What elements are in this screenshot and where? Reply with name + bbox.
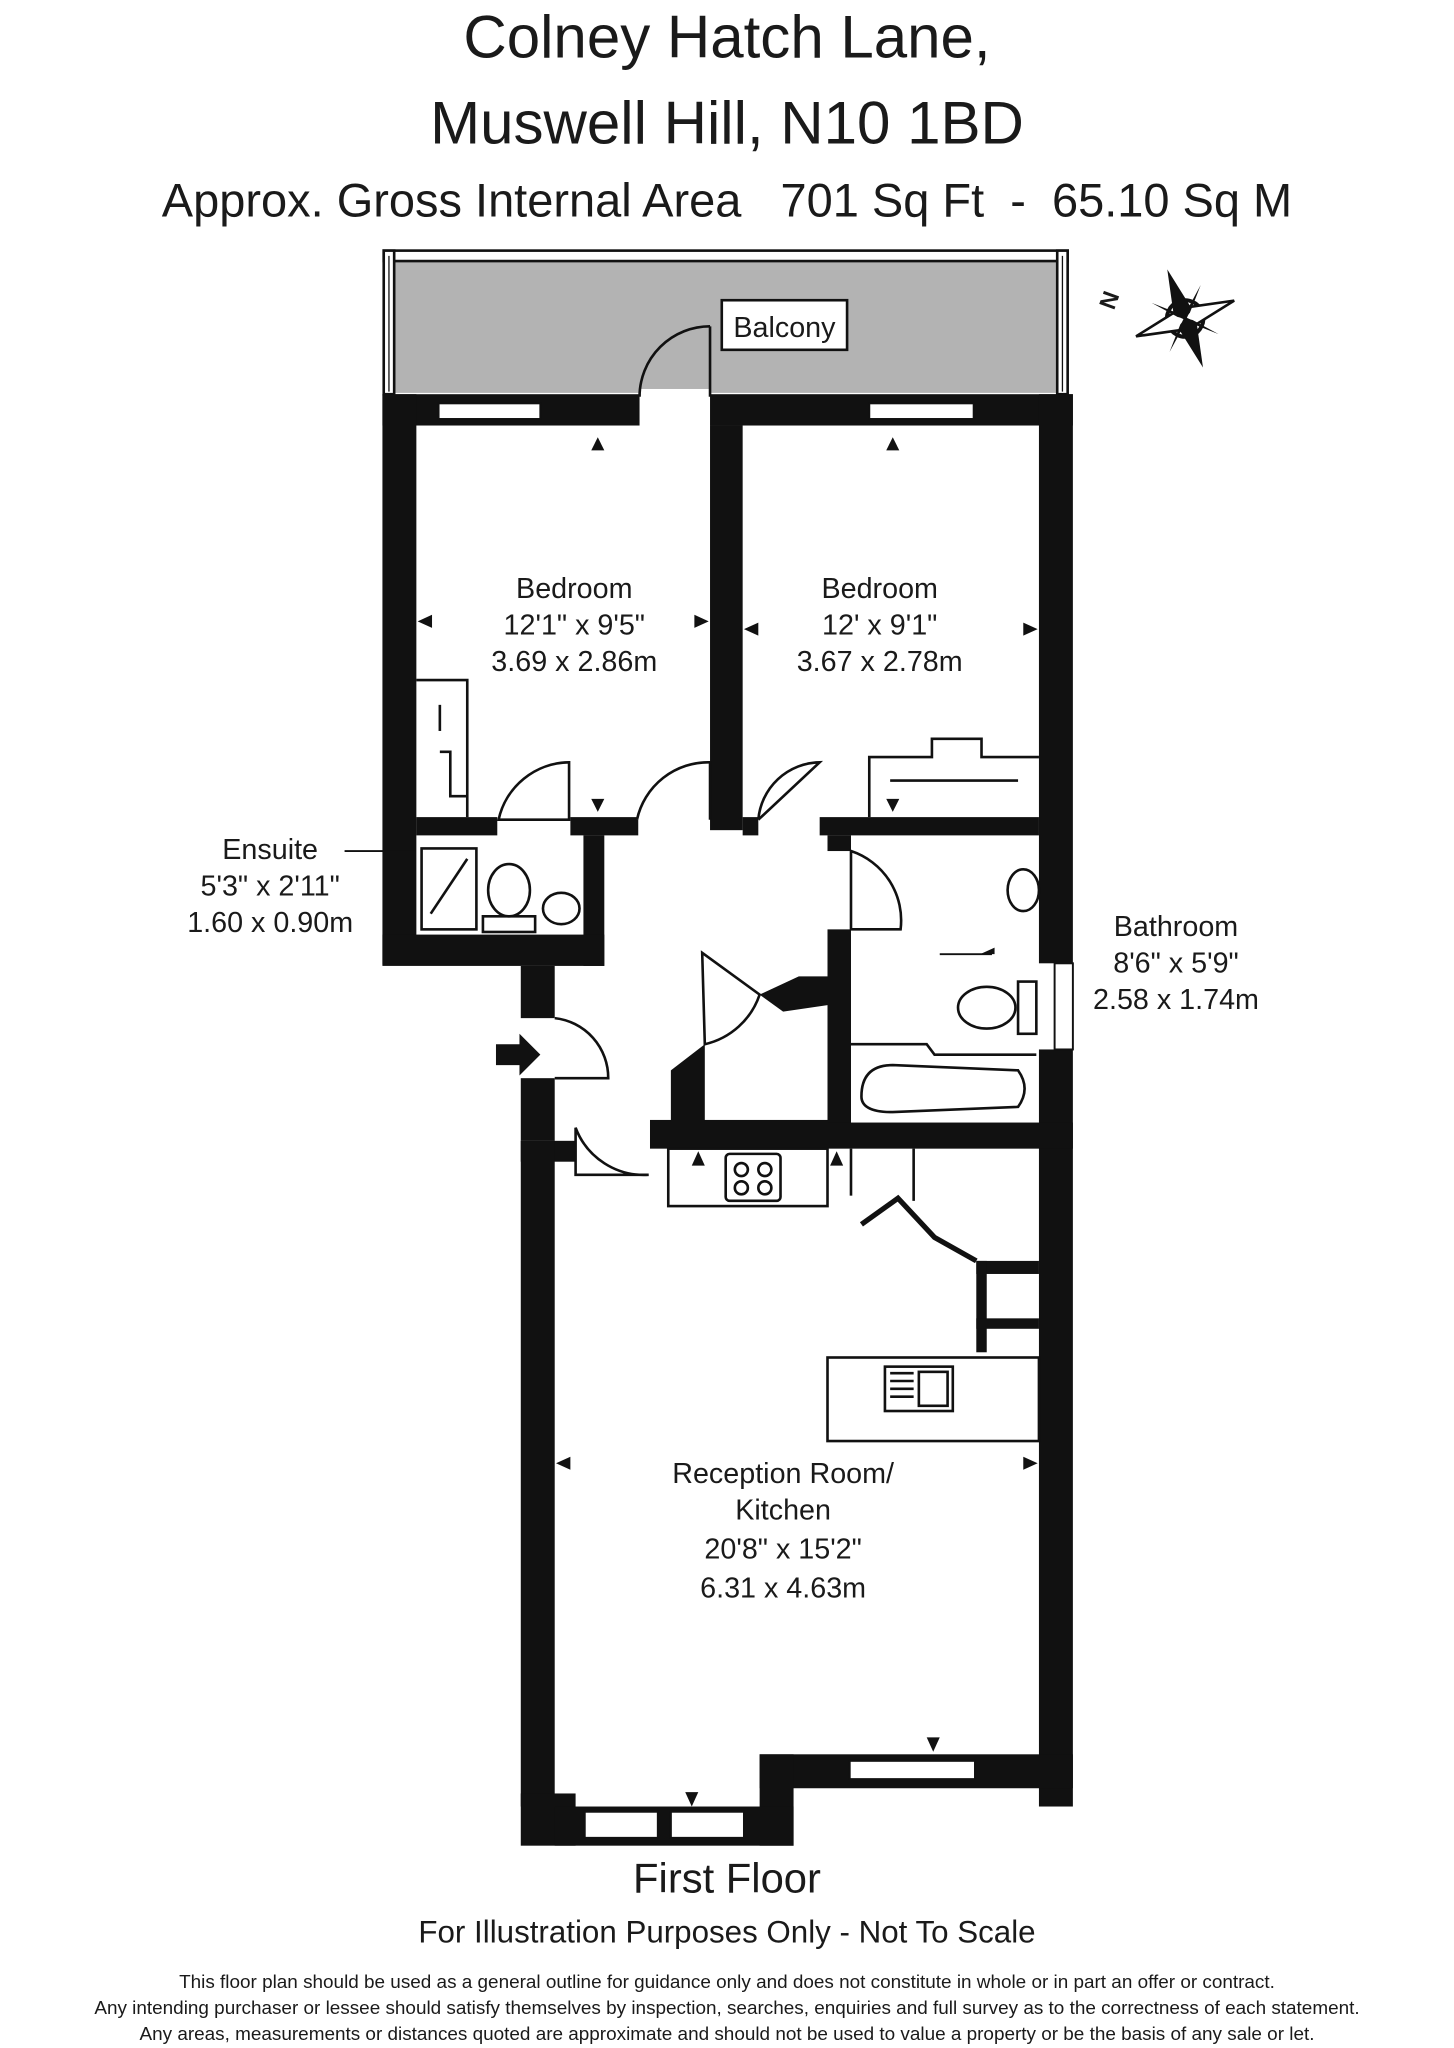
bedroom-2-label: Bedroom 12' x 9'1" 3.67 x 2.78m: [797, 573, 963, 678]
illustration-note: For Illustration Purposes Only - Not To …: [418, 1914, 1035, 1949]
balcony-label: Balcony: [733, 312, 836, 344]
compass-north-label: N: [1094, 288, 1124, 313]
disclaimer-line-2: Any intending purchaser or lessee should…: [94, 1998, 1359, 2019]
bedroom-1-metric: 3.69 x 2.86m: [491, 646, 657, 678]
doors[interactable]: [496, 760, 978, 1264]
bedroom-2-name: Bedroom: [821, 573, 937, 605]
floor-label: First Floor: [633, 1855, 821, 1902]
balcony-door[interactable]: [638, 325, 712, 405]
ensuite-imperial: 5'3" x 2'11": [201, 870, 340, 902]
ensuite-name: Ensuite: [222, 834, 318, 866]
bedroom-2-metric: 3.67 x 2.78m: [797, 646, 963, 678]
bedroom-1-label: Bedroom 12'1" x 9'5" 3.69 x 2.86m: [491, 573, 657, 678]
bedroom-2-imperial: 12' x 9'1": [822, 609, 937, 641]
balcony: Balcony: [382, 249, 1069, 396]
bathroom-label: Bathroom 8'6" x 5'9" 2.58 x 1.74m: [1093, 911, 1259, 1016]
dimension-ticks: [417, 437, 1038, 1807]
bathroom-metric: 2.58 x 1.74m: [1093, 984, 1259, 1016]
entrance-arrow-icon: [495, 1033, 541, 1076]
fixtures: [416, 678, 1041, 1443]
bathroom-name: Bathroom: [1114, 911, 1238, 943]
reception-imperial: 20'8" x 15'2": [704, 1534, 861, 1566]
reception-label: Reception Room/ Kitchen 20'8" x 15'2" 6.…: [672, 1458, 894, 1605]
gross-area: Approx. Gross Internal Area 701 Sq Ft - …: [162, 174, 1292, 227]
reception-metric: 6.31 x 4.63m: [700, 1573, 866, 1605]
bedroom-1-imperial: 12'1" x 9'5": [504, 609, 645, 641]
compass-rose-icon: [1135, 269, 1235, 368]
title-line-2: Muswell Hill, N10 1BD: [430, 90, 1024, 157]
bathroom-imperial: 8'6" x 5'9": [1113, 947, 1238, 979]
disclaimer-line-3: Any areas, measurements or distances quo…: [140, 2024, 1315, 2045]
bedroom-1-name: Bedroom: [516, 573, 632, 605]
ensuite-label: Ensuite 5'3" x 2'11" 1.60 x 0.90m: [187, 834, 353, 939]
reception-name-1: Reception Room/: [672, 1458, 894, 1490]
ensuite-metric: 1.60 x 0.90m: [187, 907, 353, 939]
walls: [382, 394, 1074, 1846]
title-line-1: Colney Hatch Lane,: [463, 3, 990, 70]
disclaimer-line-1: This floor plan should be used as a gene…: [179, 1972, 1275, 1993]
reception-name-2: Kitchen: [735, 1494, 831, 1526]
